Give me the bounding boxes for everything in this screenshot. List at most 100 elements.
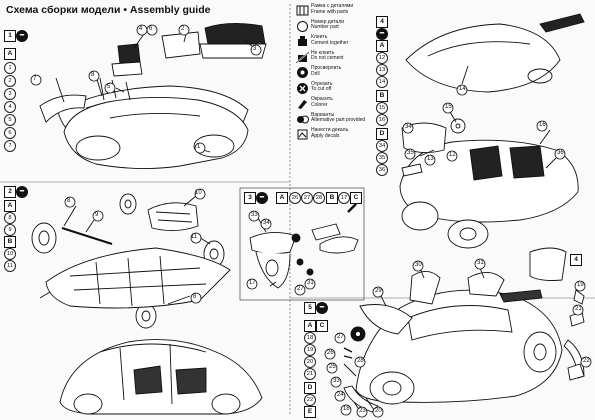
frame-letter: A [304, 320, 316, 332]
frame-letter: A [4, 48, 16, 60]
part-number: 3 [4, 88, 16, 100]
part-number-icon [297, 20, 308, 32]
part-number: 10 [4, 248, 16, 260]
part-number: 15 [376, 102, 388, 114]
frame-letter: D [304, 382, 316, 394]
callout-number: 27 [337, 334, 344, 340]
cement-icon: ━ [16, 30, 28, 42]
legend-do-not-cement: Не клеить Do not cement [296, 50, 372, 67]
cut-off-icon [297, 82, 308, 94]
callout-number: 8 [67, 198, 71, 204]
callout-number: 19 [577, 282, 584, 288]
legend-text: Номер детали Number part [311, 18, 345, 31]
part-number: 4 [4, 101, 16, 113]
frame-letter: B [376, 90, 388, 102]
part-number: 22 [304, 394, 316, 406]
part-number: 13 [376, 64, 388, 76]
part-number: 6 [4, 127, 16, 139]
legend-part-number: Номер детали Number part [296, 18, 372, 36]
part-number: 36 [376, 164, 388, 176]
cement-icon: ━ [376, 28, 388, 40]
callout-number: 14 [459, 86, 466, 92]
callout-number: 7 [33, 76, 37, 82]
paint-icon [298, 100, 307, 109]
frame-icon [296, 5, 309, 16]
part-number: 8 [4, 212, 16, 224]
callout-number: 5 [107, 84, 111, 90]
legend-text: Отрезать To cut off [311, 80, 333, 93]
symbol-legend: Рамка с деталями Frame with parts Номер … [296, 3, 372, 144]
frame-letter: B [326, 192, 338, 204]
legend-text: Нанести декаль Apply decals [311, 127, 349, 139]
part-number: 20 [304, 356, 316, 368]
callout-number: 35 [407, 150, 414, 156]
step-number: 5 [304, 302, 316, 314]
callout-number: 12 [449, 152, 456, 158]
frame-letter: B [4, 236, 16, 248]
step-number: 1 [4, 30, 16, 42]
step-number: 4 [376, 16, 388, 28]
part-number: 2 [4, 75, 16, 87]
alternative-part-icon [297, 115, 309, 123]
callout-number: 25 [329, 364, 336, 370]
part-number: 26 [289, 192, 301, 204]
callout-number: 34 [405, 124, 412, 130]
callout-number: 16 [539, 122, 546, 128]
frame-letter: C [316, 320, 328, 332]
part-number: 19 [304, 344, 316, 356]
legend-text: Просверлить Drill [311, 65, 342, 77]
callout-number: 15 [445, 104, 452, 110]
frame-letter: A [276, 192, 288, 204]
cement-icon: ━ [256, 192, 268, 204]
legend-text: Варианты Alternative part provided [311, 111, 366, 124]
callout-number: 10 [195, 190, 202, 196]
callout-number: 22 [583, 358, 590, 364]
callout-number: 4 [139, 26, 143, 32]
part-number: 14 [376, 76, 388, 88]
part-number: 28 [313, 192, 325, 204]
callout-number: 31 [477, 260, 484, 266]
callout-number: 34 [263, 220, 270, 226]
part-number: 17 [338, 192, 350, 204]
frame-letter: E [304, 406, 316, 418]
callout-number: 3 [253, 46, 257, 52]
part-number: 34 [376, 140, 388, 152]
callout-number: 6 [149, 26, 153, 32]
callout-number: 28 [357, 358, 364, 364]
legend-text: Окрасить Colorer [311, 96, 333, 108]
do-not-cement-icon [296, 50, 309, 64]
legend-text: Рамка с деталями Frame with parts [311, 3, 354, 15]
callout-number: 23 [359, 408, 366, 414]
callout-number: 20 [375, 408, 382, 414]
callout-number: 11 [191, 234, 198, 240]
legend-frame: Рамка с деталями Frame with parts [296, 3, 372, 20]
drill-icon [297, 67, 308, 78]
callout-number: 18 [343, 406, 350, 412]
part-number: 11 [4, 260, 16, 272]
page-title: Схема сборки модели • Assembly guide [6, 4, 211, 16]
legend-apply-decals: Нанести декаль Apply decals [296, 127, 372, 144]
callout-number: 17 [249, 280, 256, 286]
part-number: 9 [4, 224, 16, 236]
part-number: 18 [304, 332, 316, 344]
callout-number: 9 [95, 212, 99, 218]
legend-paint: Окрасить Colorer [296, 96, 372, 113]
part-number: 35 [376, 152, 388, 164]
callout-number: 31 [307, 280, 314, 286]
callout-number: 8 [193, 294, 197, 300]
legend-alternative: Варианты Alternative part provided [296, 111, 372, 129]
callout-number: 8 [91, 72, 95, 78]
frame-letter: A [376, 40, 388, 52]
step-number: 2 [4, 186, 16, 198]
callout-number: 13 [427, 156, 434, 162]
apply-decals-icon [297, 129, 308, 140]
part-number: 1 [4, 62, 16, 74]
callout-number: 33 [251, 212, 258, 218]
callout-number: 30 [415, 262, 422, 268]
part-number: 21 [304, 368, 316, 380]
